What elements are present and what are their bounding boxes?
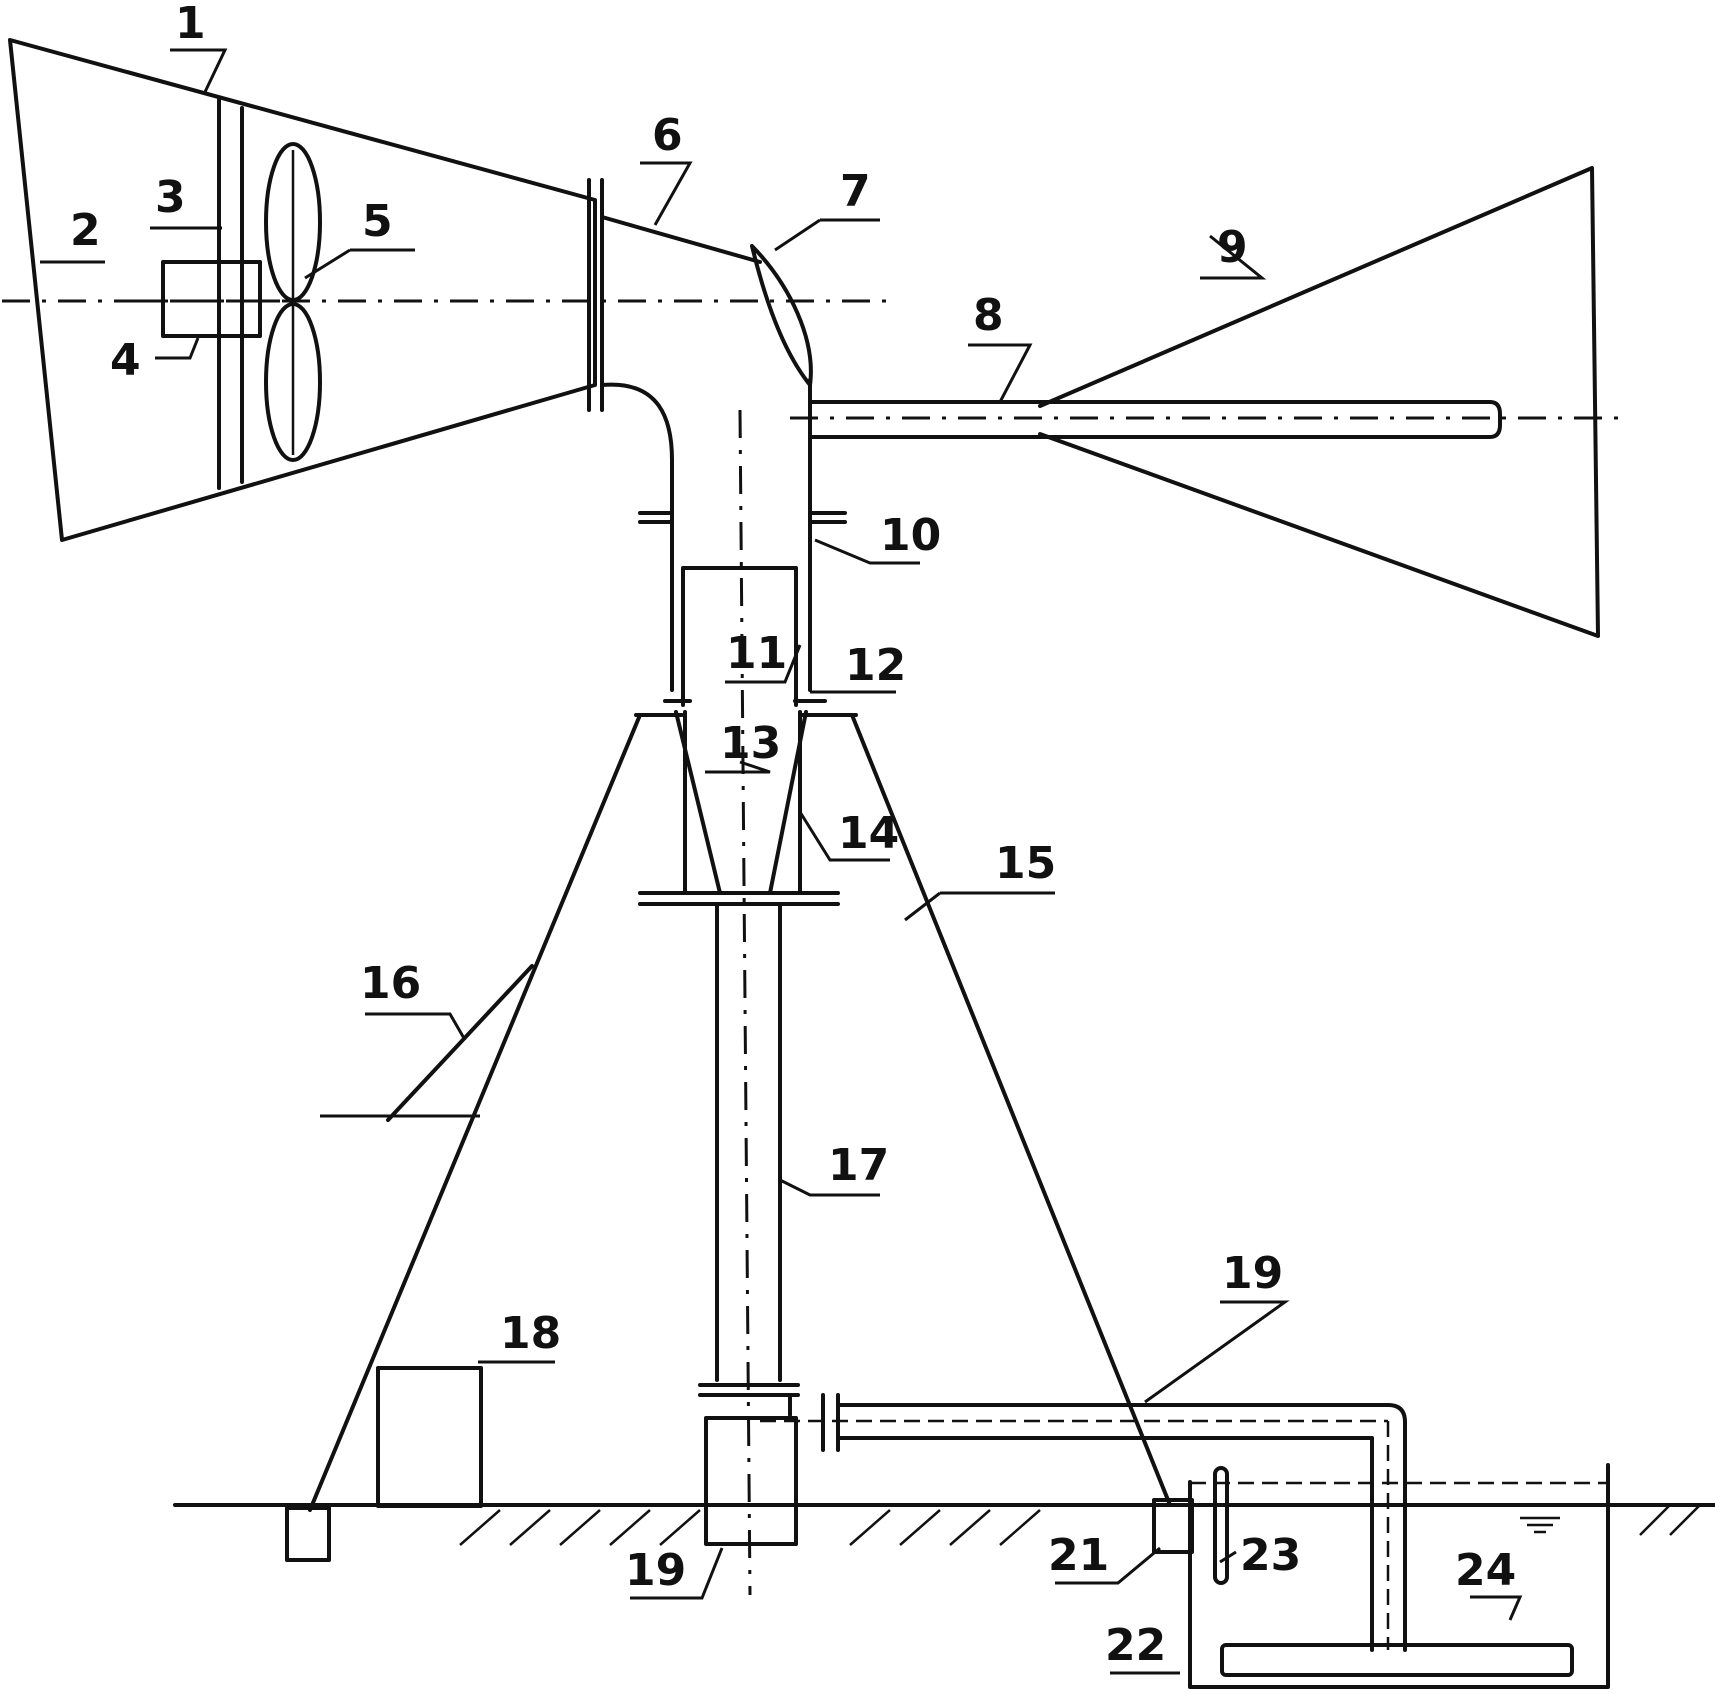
label-21: 21 [1048, 1530, 1109, 1581]
pipe-flanges-upper [638, 511, 847, 703]
converging-duct-elbow [600, 215, 812, 692]
outlet-tube [790, 400, 1620, 439]
label-7: 7 [840, 166, 871, 217]
control-box [376, 1366, 483, 1508]
level-gauge [1213, 1466, 1229, 1585]
label-22: 22 [1105, 1620, 1166, 1671]
label-5: 5 [362, 196, 393, 247]
part-labels: 1 2 3 4 5 6 7 8 9 10 11 12 13 14 15 16 1… [70, 0, 1516, 1671]
label-19-pipe: 19 [1222, 1248, 1283, 1299]
valve-flap [750, 244, 813, 387]
ground-line [173, 1503, 1715, 1546]
label-15: 15 [995, 838, 1056, 889]
label-4: 4 [110, 335, 141, 386]
label-24: 24 [1455, 1545, 1516, 1596]
generator-box [161, 260, 262, 338]
inner-cylinder [681, 566, 798, 707]
label-16: 16 [360, 958, 421, 1009]
down-pipe [698, 902, 800, 1397]
label-14: 14 [838, 808, 899, 859]
tower-brace [386, 964, 534, 1122]
label-6: 6 [652, 110, 683, 161]
water-tank [1188, 1463, 1610, 1689]
label-17: 17 [828, 1140, 889, 1191]
left-footing [285, 1506, 331, 1562]
horizontal-pipe [760, 1393, 1407, 1652]
label-3: 3 [155, 172, 186, 223]
diffuser [1220, 1643, 1574, 1677]
leader-lines [40, 48, 1523, 1675]
label-8: 8 [973, 290, 1004, 341]
gravel-pit [704, 1416, 798, 1546]
label-2: 2 [70, 205, 101, 256]
label-18: 18 [500, 1308, 561, 1359]
right-footing [1152, 1498, 1194, 1554]
label-1: 1 [175, 0, 206, 49]
label-11: 11 [726, 628, 787, 679]
label-10: 10 [880, 510, 941, 561]
label-9: 9 [1217, 222, 1248, 273]
rotor-blades [264, 142, 322, 462]
exhaust-cone [1038, 166, 1600, 638]
label-23: 23 [1240, 1530, 1301, 1581]
label-13: 13 [720, 718, 781, 769]
cyclone-separator [638, 710, 840, 906]
label-12: 12 [845, 640, 906, 691]
label-19-pit: 19 [625, 1545, 686, 1596]
wind-collector-cone [8, 38, 597, 542]
tower-frame [308, 713, 1172, 1512]
